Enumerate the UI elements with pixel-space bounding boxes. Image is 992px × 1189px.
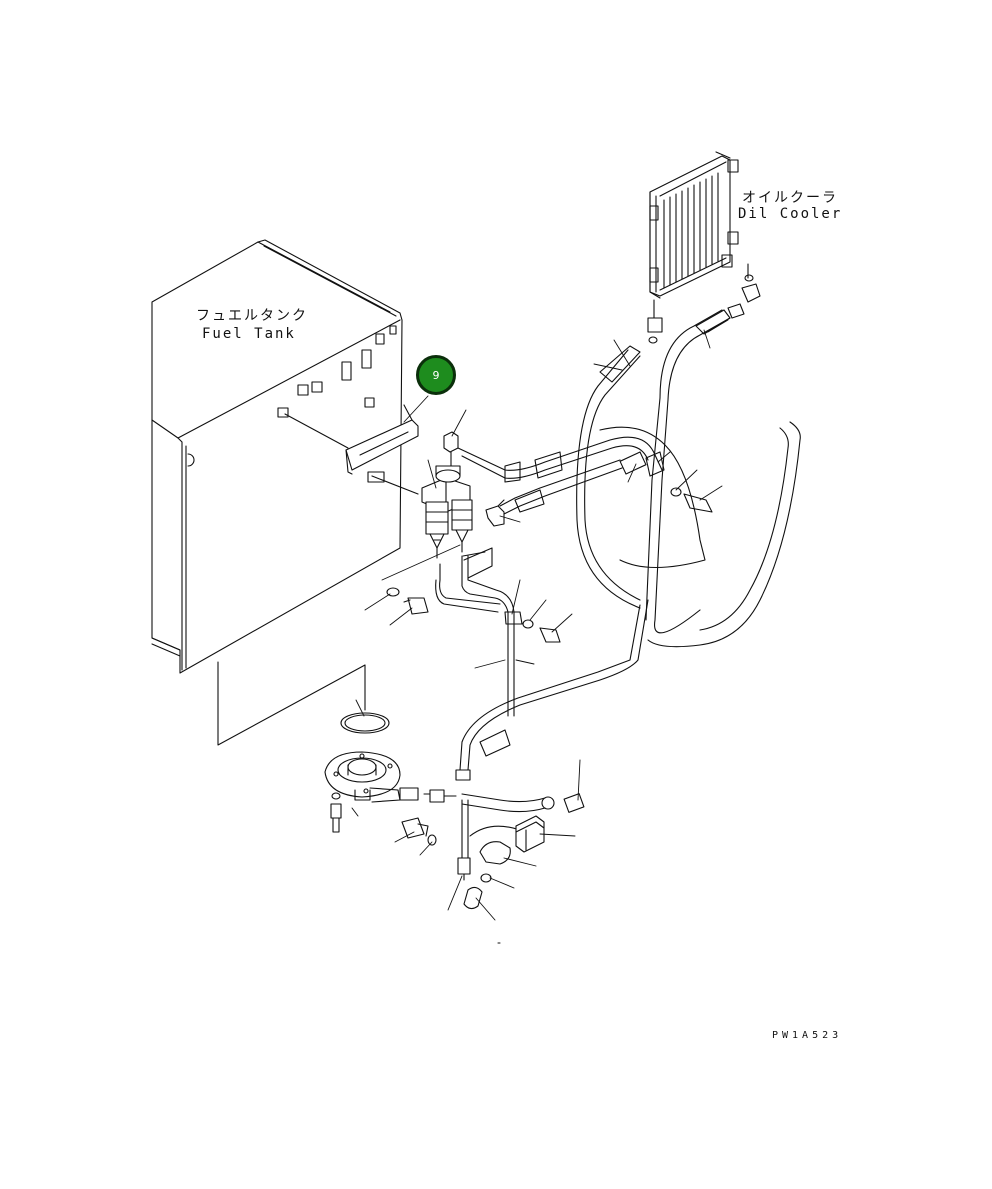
filter-bracket [345,404,419,475]
fuel-tank-label-jp: フュエルタンク [196,308,308,324]
fuel-filter [421,431,505,559]
leader-lines [351,319,729,921]
oil-cooler [647,151,761,344]
drawing-id: PW1A523 [772,1030,843,1041]
oil-cooler-label-jp: オイルクーラ [742,190,838,206]
callout-number: 9 [432,368,440,382]
hoses [435,303,801,781]
part-callout-9[interactable]: 9 [416,355,456,395]
oil-cooler-label-en: Dil Cooler [738,206,843,222]
fuel-tank-label-en: Fuel Tank [202,326,296,342]
